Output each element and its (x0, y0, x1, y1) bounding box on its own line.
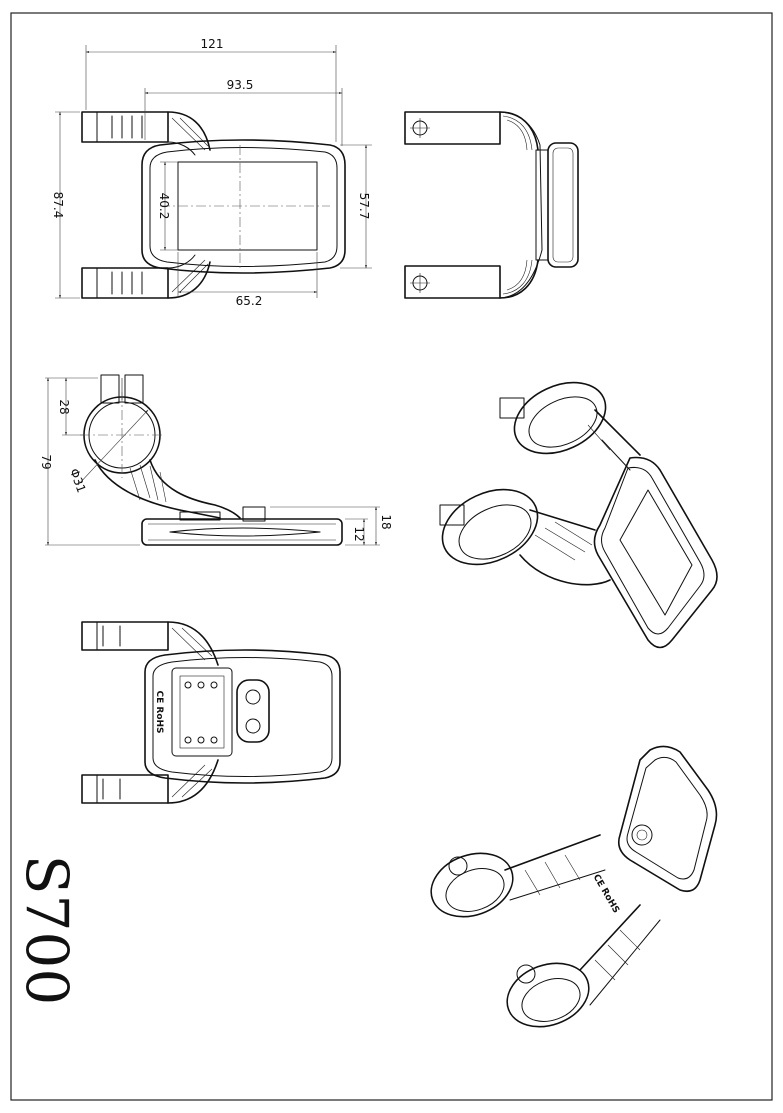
top-view-clamp-top (404, 111, 539, 151)
front-view-dimensions: 121 93.5 65.2 87.4 57.7 40.2 (51, 37, 372, 308)
iso-rear-clamp-top (430, 834, 606, 918)
side-view (80, 374, 343, 546)
dim-display-height: 57.7 (357, 193, 371, 220)
dim-clamp-diameter: Φ31 (67, 467, 89, 495)
iso-front-screen (619, 489, 693, 616)
dim-body-thickness: 12 (352, 526, 366, 541)
rear-view-clamp-arm-bottom (81, 759, 219, 804)
model-label: S700 (13, 855, 81, 1005)
front-view-clamp-arm-top (81, 111, 211, 156)
dim-clamp-spacing: 93.5 (227, 78, 254, 92)
dim-overall-height: 87.4 (51, 192, 65, 219)
ce-rohs-mark: CE RoHS (154, 690, 164, 733)
rear-view-housing (144, 649, 341, 784)
iso-rear-ce-rohs-mark: CE RoHS (591, 873, 621, 915)
dim-body-total-thickness: 18 (379, 514, 393, 529)
rear-view-clamp-arm-top (81, 621, 219, 666)
rear-view: CE RoHS (81, 621, 341, 804)
top-view-clamp-bottom (404, 259, 539, 299)
dim-screen-height: 40.2 (157, 193, 171, 220)
top-view-display (547, 142, 579, 268)
iso-front-display (593, 456, 718, 649)
iso-front-clamp-bottom (439, 488, 611, 586)
front-view-housing (141, 139, 346, 274)
top-view (404, 111, 579, 299)
iso-rear-view: CE RoHS (430, 745, 718, 1028)
iso-front-view (439, 381, 718, 649)
iso-rear-display (617, 745, 718, 893)
dim-overall-width: 121 (201, 37, 224, 51)
front-view (81, 111, 346, 299)
dim-screen-width: 65.2 (236, 294, 263, 308)
dim-clamp-height: 28 (57, 399, 71, 414)
dim-side-total-height: 79 (39, 454, 53, 469)
sheet-border (10, 12, 773, 1101)
iso-rear-clamp-bottom (506, 904, 661, 1028)
iso-front-clamp-top (499, 381, 641, 471)
side-view-display-body (141, 518, 343, 546)
